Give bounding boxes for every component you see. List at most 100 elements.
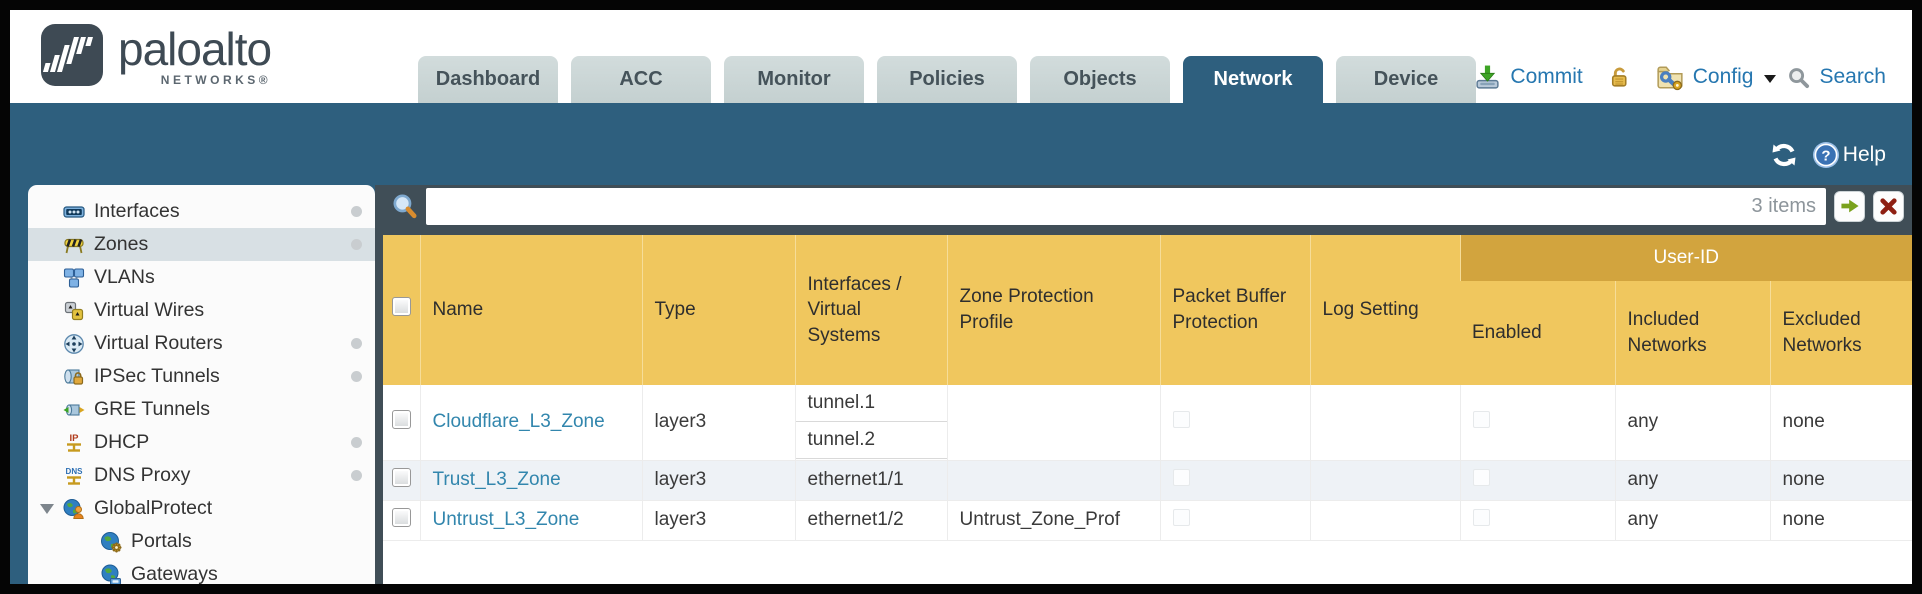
sidebar-item-label: Interfaces — [94, 200, 180, 222]
top-bar: paloalto NETWORKS® Dashboard ACC Monitor… — [10, 10, 1912, 103]
zone-type-cell: layer3 — [641, 460, 795, 501]
config-caret-icon[interactable] — [1764, 75, 1777, 83]
tab-network[interactable]: Network — [1183, 56, 1323, 103]
config-menu[interactable]: Config — [1692, 65, 1754, 88]
sidebar-item-portals[interactable]: Portals — [28, 525, 375, 558]
help-label[interactable]: Help — [1842, 143, 1886, 166]
sidebar-item-label: DHCP — [94, 431, 150, 453]
paloalto-logo-icon — [41, 24, 103, 86]
zone-name-link[interactable]: Cloudflare_L3_Zone — [432, 411, 605, 433]
network-sidebar: Interfaces Zones — [28, 185, 375, 584]
ipsec-tunnels-icon — [64, 368, 84, 385]
column-header-type[interactable]: Type — [641, 235, 795, 385]
zone-interfaces-cell: tunnel.1 tunnel.2 — [794, 385, 948, 461]
tab-acc[interactable]: ACC — [571, 56, 711, 103]
search-icon[interactable] — [1787, 66, 1810, 89]
config-icon[interactable] — [1656, 63, 1684, 91]
help-icon[interactable]: ? — [1812, 141, 1840, 169]
excluded-networks-cell: none — [1769, 500, 1912, 541]
tab-dashboard[interactable]: Dashboard — [418, 56, 558, 103]
filter-search-icon[interactable] — [391, 193, 418, 220]
log-setting-cell — [1309, 460, 1460, 501]
collapse-triangle-icon[interactable] — [40, 503, 54, 514]
packet-buffer-protection-checkbox — [1172, 410, 1190, 428]
sidebar-item-label: Virtual Routers — [94, 332, 223, 354]
zone-protection-profile-cell: Untrust_Zone_Prof — [946, 500, 1160, 541]
virtual-wires-icon — [64, 301, 84, 320]
sidebar-item-label: Portals — [131, 530, 192, 552]
status-dot — [351, 470, 362, 481]
refresh-icon[interactable] — [1770, 141, 1798, 169]
sidebar-item-gre-tunnels[interactable]: GRE Tunnels — [28, 393, 375, 426]
sidebar-item-zones[interactable]: Zones — [28, 228, 375, 261]
lock-icon[interactable] — [1607, 65, 1632, 90]
status-dot — [351, 239, 362, 250]
zone-name-link[interactable]: Untrust_L3_Zone — [432, 509, 580, 530]
column-header-interfaces[interactable]: Interfaces / Virtual Systems — [794, 235, 947, 385]
tab-monitor[interactable]: Monitor — [724, 56, 864, 103]
interface-item[interactable]: ethernet1/2 — [796, 500, 948, 540]
logo-subtitle: NETWORKS® — [160, 73, 272, 87]
status-dot — [351, 437, 362, 448]
zone-protection-profile-cell — [946, 460, 1160, 501]
filter-bar: 3 items — [383, 185, 1912, 235]
column-header-included-networks[interactable]: Included Networks — [1614, 281, 1770, 385]
sidebar-item-vlans[interactable]: VLANs — [28, 261, 375, 294]
user-id-enabled-checkbox — [1472, 468, 1490, 486]
sidebar-item-gateways[interactable]: Gateways — [28, 558, 375, 584]
column-header-zone-protection-profile[interactable]: Zone Protection Profile — [946, 235, 1160, 385]
sidebar-item-interfaces[interactable]: Interfaces — [28, 195, 375, 228]
apply-filter-button[interactable] — [1834, 190, 1865, 222]
zone-type-cell: layer3 — [641, 385, 795, 461]
status-dot — [351, 338, 362, 349]
zone-name-link[interactable]: Trust_L3_Zone — [432, 469, 561, 490]
zones-icon — [64, 238, 84, 253]
sidebar-item-dhcp[interactable]: IP DHCP — [28, 426, 375, 459]
interface-item[interactable]: tunnel.2 — [795, 422, 948, 459]
interface-item[interactable]: tunnel.1 — [795, 385, 948, 422]
log-setting-cell — [1309, 500, 1460, 541]
sidebar-item-globalprotect[interactable]: GlobalProtect — [28, 492, 375, 525]
sidebar-item-label: GRE Tunnels — [94, 398, 210, 420]
commit-icon[interactable] — [1474, 64, 1501, 91]
column-header-name[interactable]: Name — [419, 235, 642, 385]
globalprotect-icon — [63, 498, 84, 519]
user-id-enabled-checkbox — [1472, 410, 1490, 428]
paloalto-logo: paloalto NETWORKS® — [40, 23, 272, 87]
zones-table: Name Type Interfaces / Virtual Systems Z… — [383, 235, 1912, 541]
excluded-networks-cell: none — [1769, 460, 1912, 501]
sidebar-item-ipsec-tunnels[interactable]: IPSec Tunnels — [28, 360, 375, 393]
filter-input[interactable] — [434, 195, 1752, 217]
clear-filter-button[interactable] — [1873, 190, 1904, 222]
included-networks-cell: any — [1614, 500, 1770, 541]
sidebar-item-virtual-routers[interactable]: Virtual Routers — [28, 327, 375, 360]
content-area: Interfaces Zones — [10, 185, 1912, 584]
included-networks-cell: any — [1614, 460, 1770, 501]
select-all-checkbox[interactable] — [391, 296, 411, 316]
sidebar-item-dns-proxy[interactable]: DNS DNS Proxy — [28, 459, 375, 492]
gateways-icon — [101, 564, 121, 584]
commit-button[interactable]: Commit — [1510, 65, 1583, 88]
row-checkbox[interactable] — [391, 507, 411, 527]
gre-tunnels-icon — [63, 403, 85, 416]
tab-policies[interactable]: Policies — [877, 56, 1017, 103]
zone-interfaces-cell: ethernet1/2 — [794, 500, 948, 541]
red-x-icon — [1880, 197, 1897, 215]
sidebar-item-virtual-wires[interactable]: Virtual Wires — [28, 294, 375, 327]
logo-text: paloalto NETWORKS® — [118, 23, 272, 87]
column-header-log-setting[interactable]: Log Setting — [1309, 235, 1460, 385]
row-checkbox[interactable] — [391, 467, 411, 487]
column-header-enabled[interactable]: Enabled — [1460, 281, 1615, 385]
row-checkbox[interactable] — [391, 409, 411, 429]
zone-protection-profile-cell — [946, 385, 1160, 461]
interface-item[interactable]: ethernet1/1 — [796, 460, 948, 500]
tab-objects[interactable]: Objects — [1030, 56, 1170, 103]
portals-icon — [101, 531, 122, 552]
column-header-packet-buffer-protection[interactable]: Packet Buffer Protection — [1159, 235, 1310, 385]
tab-device[interactable]: Device — [1336, 56, 1476, 103]
column-group-user-id: User-ID — [1459, 235, 1912, 281]
sidebar-item-label: IPSec Tunnels — [94, 365, 220, 387]
search-link[interactable]: Search — [1819, 65, 1886, 88]
column-header-excluded-networks[interactable]: Excluded Networks — [1769, 281, 1912, 385]
